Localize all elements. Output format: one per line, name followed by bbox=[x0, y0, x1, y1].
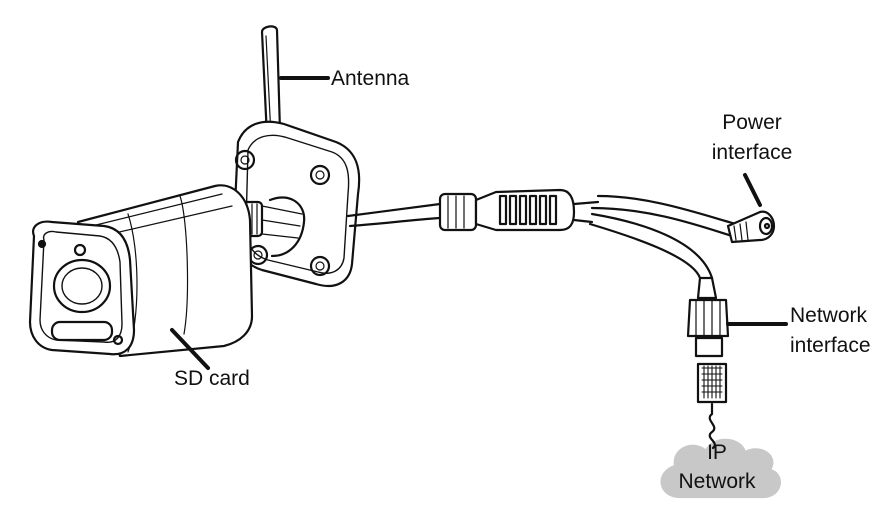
ip-network-label-line2: Network bbox=[678, 470, 756, 493]
cloud-icon bbox=[660, 438, 781, 499]
power-cable bbox=[590, 194, 738, 238]
power-connector-icon bbox=[726, 173, 776, 244]
power-interface-label-line1: Power bbox=[722, 111, 782, 134]
power-interface-label-line2: interface bbox=[711, 141, 793, 164]
ip-network-label-line1: IP bbox=[707, 441, 727, 464]
camera-body bbox=[28, 184, 254, 370]
sd-card-label: SD card bbox=[174, 367, 250, 390]
network-cable bbox=[708, 402, 716, 450]
antenna-label: Antenna bbox=[331, 67, 410, 90]
network-interface-label-line2: interface bbox=[790, 334, 871, 357]
mount-bracket bbox=[232, 120, 361, 288]
network-connector-icon bbox=[686, 276, 788, 358]
splitter-connector bbox=[438, 188, 600, 232]
network-plug-icon bbox=[696, 362, 728, 404]
network-split-cable bbox=[588, 212, 714, 280]
main-cable bbox=[346, 202, 442, 228]
network-interface-label-line1: Network bbox=[790, 304, 868, 327]
